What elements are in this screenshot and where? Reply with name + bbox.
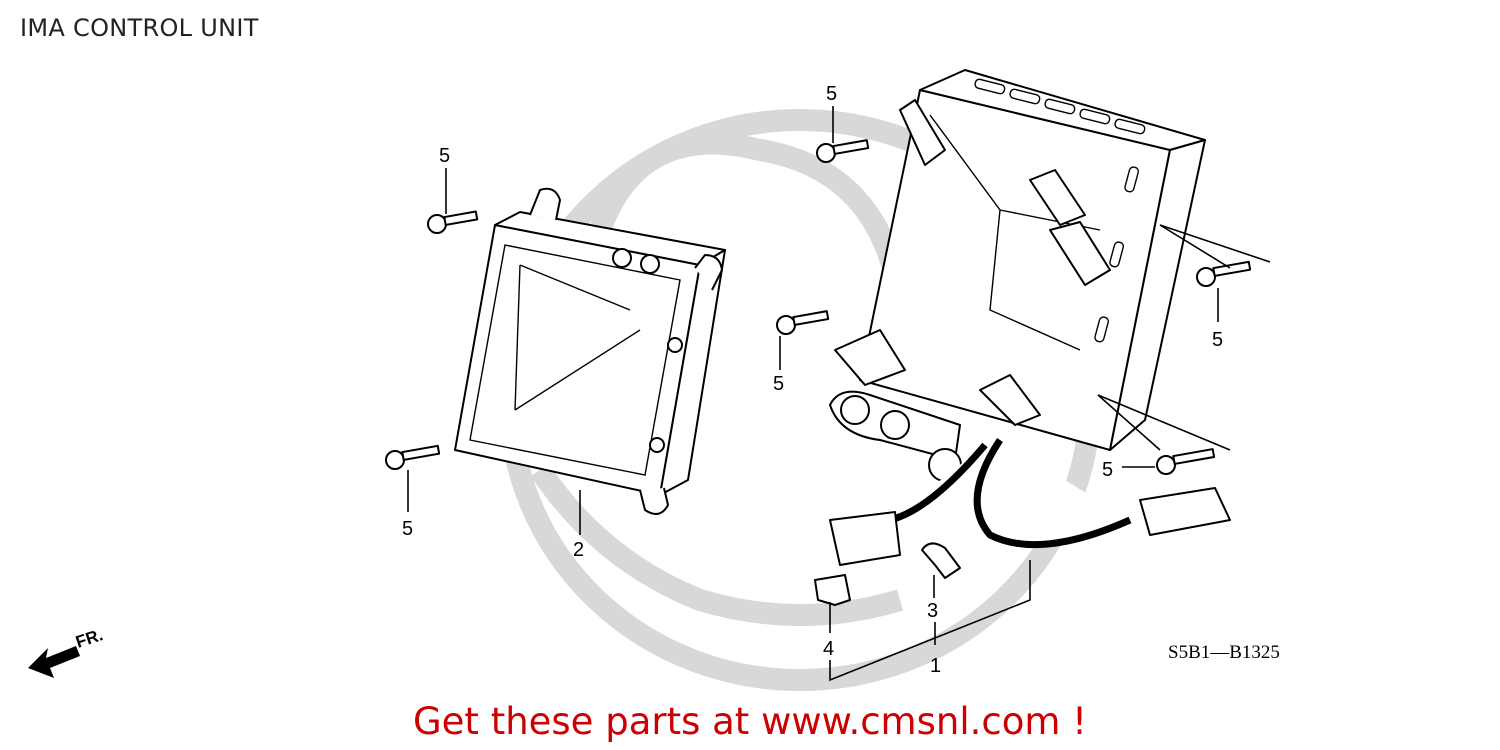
- bolt-part-5-b[interactable]: [816, 139, 870, 163]
- callout-1: 1: [930, 655, 941, 677]
- callout-5-left-upper: 5: [439, 145, 450, 167]
- bolt-part-5-c[interactable]: [776, 310, 830, 335]
- grommet-part-4[interactable]: [814, 574, 851, 606]
- leader-lines: [407, 106, 1271, 682]
- bolt-part-5-d[interactable]: [385, 444, 441, 470]
- diagram-code: S5B1—B1325: [1168, 642, 1280, 663]
- clip-part-3[interactable]: [921, 542, 961, 579]
- callout-3: 3: [927, 600, 938, 622]
- callout-5-right-lower: 5: [1102, 459, 1113, 481]
- callout-5-right-upper: 5: [1212, 329, 1223, 351]
- footer-promo[interactable]: Get these parts at www.cmsnl.com !: [412, 700, 1087, 743]
- callout-4: 4: [823, 638, 834, 660]
- bolt-part-5-f[interactable]: [1156, 448, 1216, 475]
- front-arrow-icon: [28, 646, 80, 678]
- ecu-module-part-2[interactable]: [454, 187, 726, 515]
- callout-5-middle: 5: [773, 373, 784, 395]
- callout-5-top: 5: [826, 83, 837, 105]
- wire-harness: [829, 438, 1231, 566]
- callout-2: 2: [573, 539, 584, 561]
- page-title: IMA CONTROL UNIT: [20, 14, 259, 42]
- front-label: FR.: [73, 625, 105, 652]
- bolt-part-5-a[interactable]: [427, 210, 479, 234]
- bolt-part-5-e[interactable]: [1196, 260, 1252, 287]
- control-unit-part-1[interactable]: [829, 69, 1206, 482]
- vent-slots: [974, 78, 1146, 343]
- callout-5-left-lower: 5: [402, 518, 413, 540]
